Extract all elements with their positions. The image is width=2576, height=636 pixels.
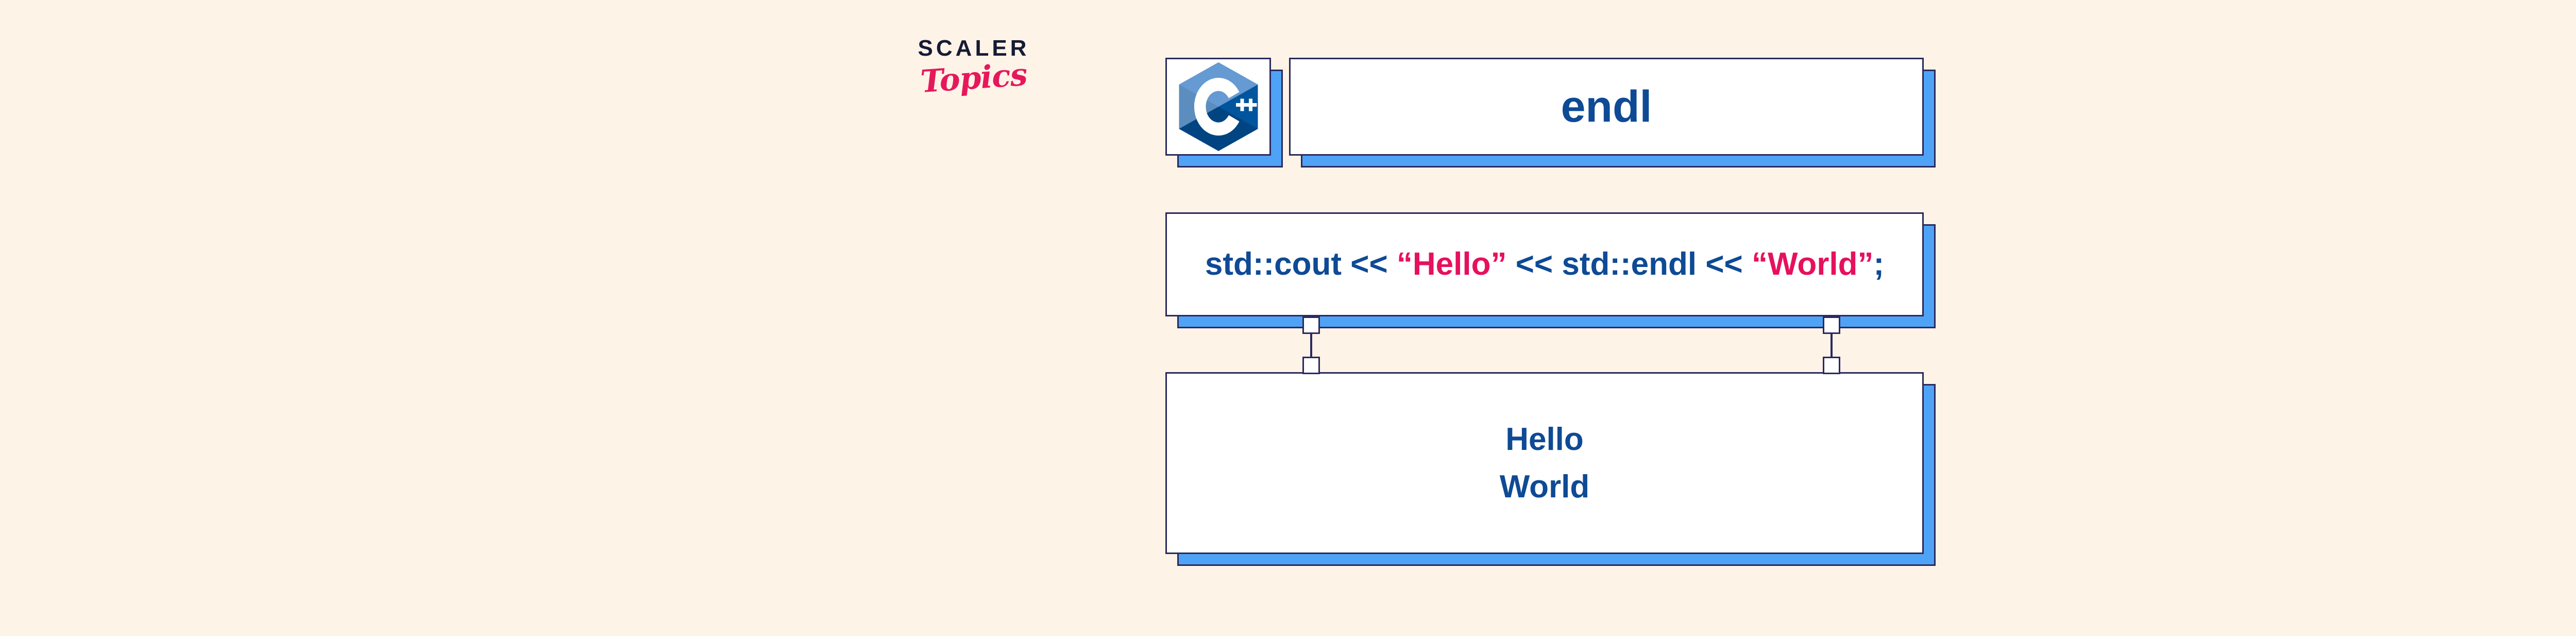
connector-node-top: [1823, 316, 1840, 334]
output-card: Hello World: [1165, 372, 1924, 554]
connector-node-bottom: [1823, 357, 1840, 374]
title-card: endl: [1289, 58, 1924, 156]
page-title: endl: [1561, 82, 1652, 131]
cpp-logo-wrap: [1167, 59, 1269, 154]
code-snippet: std::cout << “Hello” << std::endl << “Wo…: [1205, 248, 1884, 280]
connector-stem: [1310, 334, 1312, 357]
connector-node-bottom: [1302, 357, 1320, 374]
connector-stem: [1831, 334, 1833, 357]
scaler-topics-logo: SCALER Topics: [899, 37, 1048, 130]
code-token-world-string: “World”: [1751, 246, 1874, 282]
cpp-logo-card: [1165, 58, 1271, 156]
code-token-cout: std::cout <<: [1205, 246, 1397, 282]
brand-primary-text: SCALER: [918, 36, 1030, 61]
output-line-2: World: [1499, 468, 1590, 505]
code-token-semicolon: ;: [1873, 246, 1885, 282]
cpp-logo-icon: [1179, 62, 1258, 151]
world-connector: [1823, 316, 1840, 374]
connector-node-top: [1302, 316, 1320, 334]
code-token-hello-string: “Hello”: [1396, 246, 1507, 282]
output-line-1: Hello: [1505, 421, 1584, 457]
code-card: std::cout << “Hello” << std::endl << “Wo…: [1165, 212, 1924, 316]
brand-secondary-text: Topics: [919, 56, 1028, 101]
code-token-endl: << std::endl <<: [1506, 246, 1752, 282]
hello-connector: [1302, 316, 1320, 374]
